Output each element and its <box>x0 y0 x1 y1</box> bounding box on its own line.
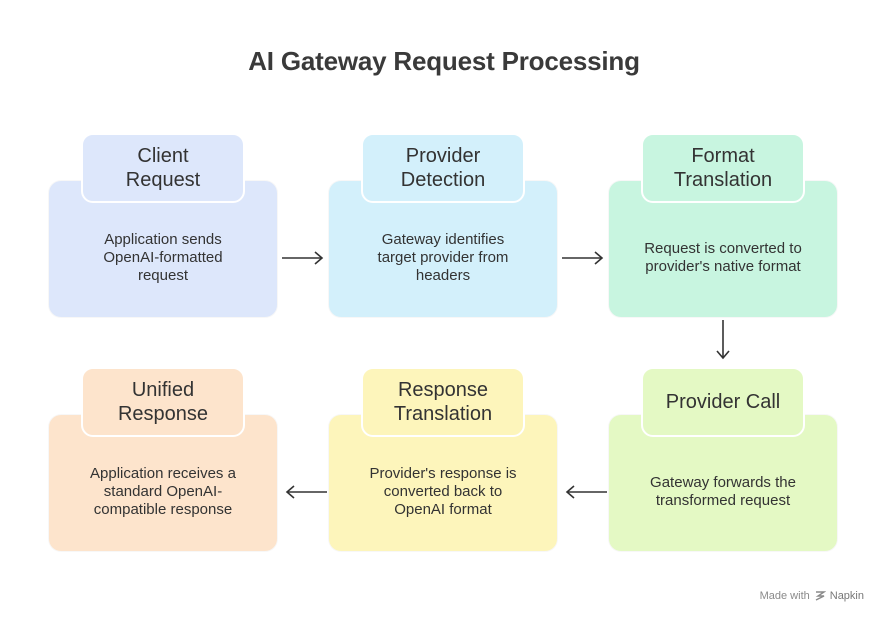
step-description-provider-call: Gateway forwards the transformed request <box>650 474 796 509</box>
step-description-response-translation: Provider's response is converted back to… <box>369 465 517 518</box>
step-title-unified-response: Unified Response <box>81 367 245 437</box>
step-description-provider-detection: Gateway identifies target provider from … <box>377 231 509 284</box>
footer-made-with-text: Made with <box>759 590 810 602</box>
step-description-format-translation: Request is converted to provider's nativ… <box>644 240 802 275</box>
step-description-unified-response: Application receives a standard OpenAI- … <box>90 465 236 518</box>
diagram-title: AI Gateway Request Processing <box>248 46 640 76</box>
arrow-left-icon <box>285 485 327 499</box>
step-card-provider-call: Provider Call Gateway forwards the trans… <box>609 367 837 551</box>
step-card-unified-response: Unified Response Application receives a … <box>49 367 277 551</box>
arrow-right-icon <box>282 251 324 265</box>
step-card-provider-detection: Provider Detection Gateway identifies ta… <box>329 133 557 317</box>
step-title-client-request: Client Request <box>81 133 245 203</box>
step-card-client-request: Client Request Application sends OpenAI-… <box>49 133 277 317</box>
arrow-right-icon <box>562 251 604 265</box>
step-card-response-translation: Response Translation Provider's response… <box>329 367 557 551</box>
step-title-provider-detection: Provider Detection <box>361 133 525 203</box>
made-with-napkin-footer: Made with Napkin <box>760 590 864 602</box>
step-title-response-translation: Response Translation <box>361 367 525 437</box>
step-title-format-translation: Format Translation <box>641 133 805 203</box>
step-card-format-translation: Format Translation Request is converted … <box>609 133 837 317</box>
arrow-left-icon <box>565 485 607 499</box>
footer-brand-text: Napkin <box>829 590 864 602</box>
step-description-client-request: Application sends OpenAI-formatted reque… <box>103 231 223 284</box>
arrow-down-icon <box>716 320 730 360</box>
napkin-logo-icon <box>815 591 826 601</box>
step-title-provider-call: Provider Call <box>641 367 805 437</box>
